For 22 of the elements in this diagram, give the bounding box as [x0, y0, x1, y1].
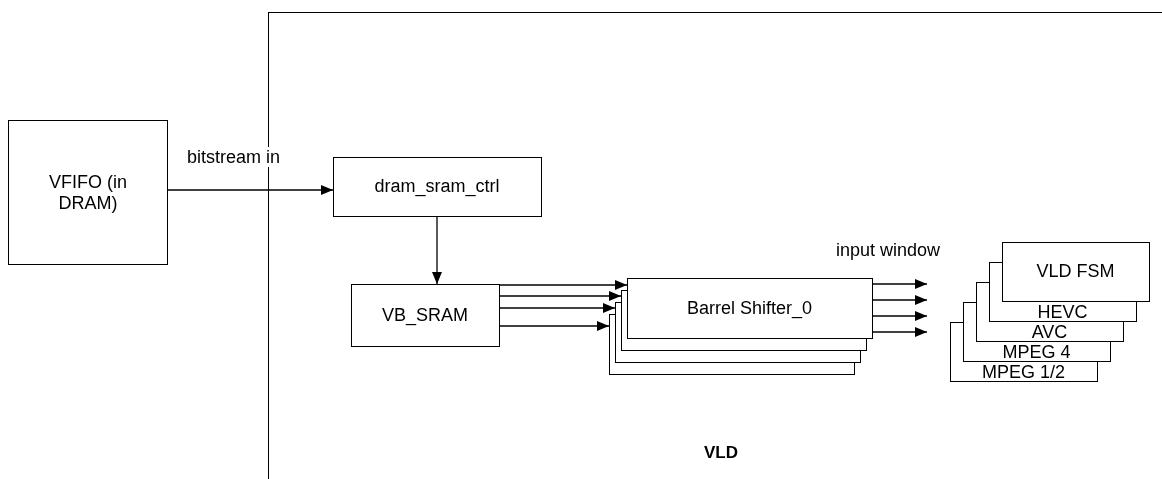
box-label: dram_sram_ctrl	[374, 176, 500, 197]
box-label: VFIFO (in DRAM)	[48, 171, 128, 214]
box-label: HEVC	[1037, 302, 1088, 321]
process-box	[332, 156, 542, 217]
edge-label: bitstream in	[186, 147, 282, 167]
box-label: Barrel Shifter_0	[686, 297, 813, 319]
box-label: AVC	[1031, 322, 1068, 341]
box-label: MPEG 1/2	[982, 362, 1065, 381]
box-label: MPEG 4	[1002, 342, 1071, 361]
box-label: VLD FSM	[1036, 261, 1115, 282]
process-box	[1001, 241, 1150, 302]
stacked-box	[614, 301, 621, 363]
stacked-box	[620, 289, 627, 351]
process-box	[8, 120, 168, 265]
box-label: VB_SRAM	[382, 304, 468, 326]
process-box	[626, 277, 873, 339]
process-box	[949, 361, 1098, 382]
block-outline	[268, 12, 1162, 479]
annotation-text: input window	[836, 240, 941, 261]
stacked-box	[608, 313, 615, 375]
process-box	[350, 283, 500, 347]
block-title: VLD	[704, 442, 738, 463]
